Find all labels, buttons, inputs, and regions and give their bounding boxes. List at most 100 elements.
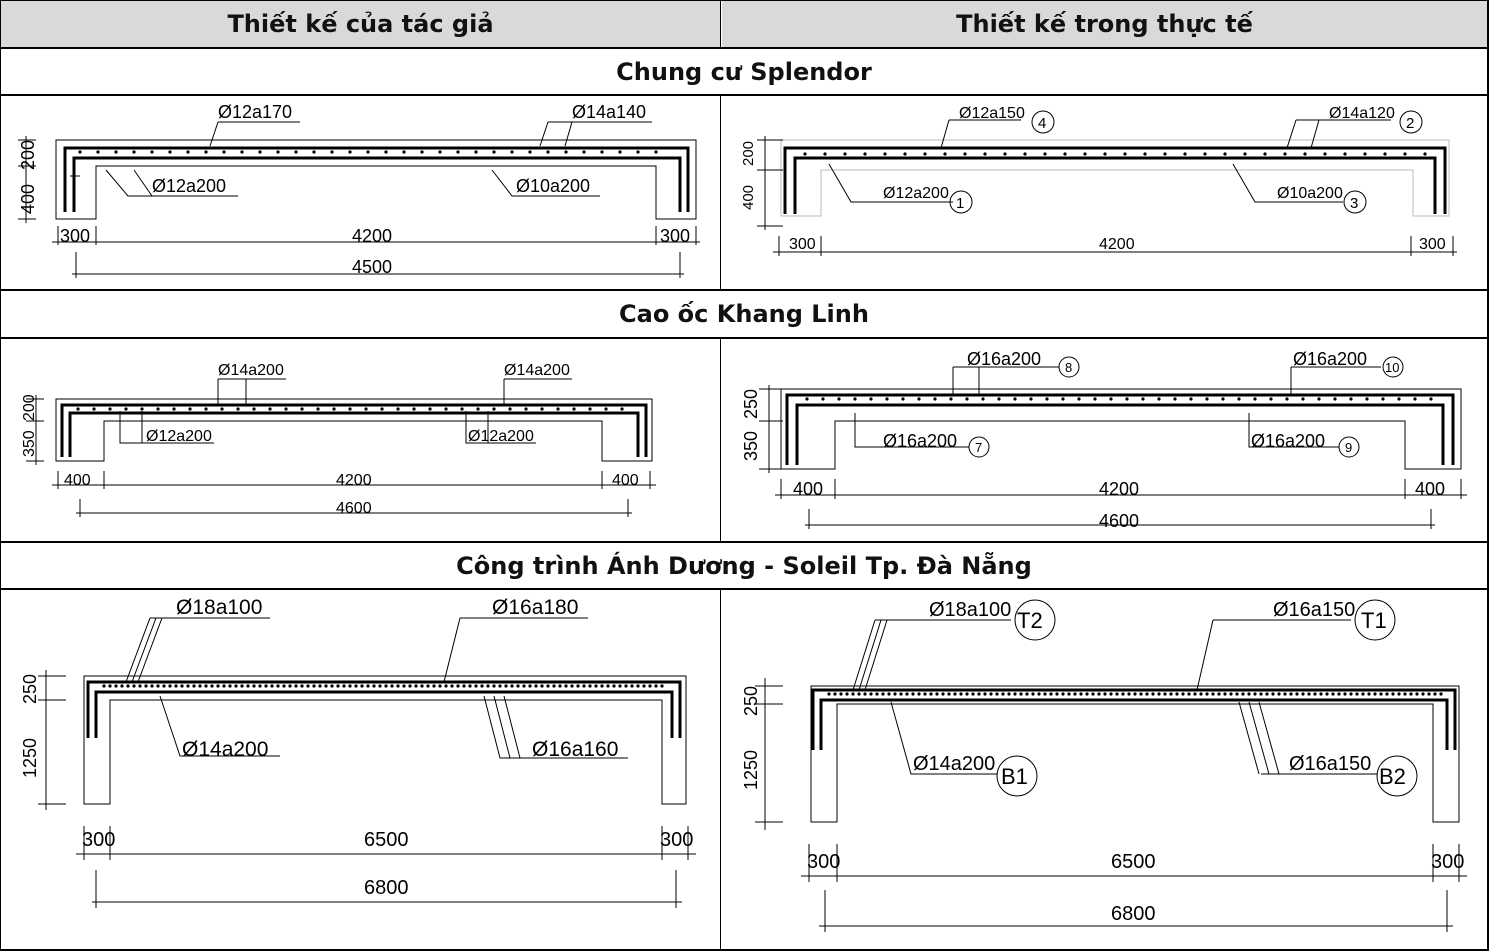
- rebar-dot: [444, 407, 448, 411]
- rebar-dot: [843, 152, 847, 156]
- rebar-dot: [1237, 397, 1241, 401]
- rebar-dot: [372, 684, 376, 688]
- rebar-dot: [1379, 692, 1383, 696]
- rebar-dot: [1283, 692, 1287, 696]
- rebar-dot: [1349, 397, 1353, 401]
- rebar-dot: [96, 150, 100, 154]
- mark-2: 2: [1406, 115, 1414, 132]
- rebar-dot: [1355, 692, 1359, 696]
- rebar-dot: [366, 150, 370, 154]
- rebar-dot: [174, 684, 178, 688]
- rebar-dot: [833, 692, 837, 696]
- rebar-dot: [1277, 692, 1281, 696]
- label-bot-left: Ø12a200: [146, 428, 212, 445]
- rebar-dot: [78, 150, 82, 154]
- rebar-dot: [1103, 152, 1107, 156]
- rebar-dot: [282, 684, 286, 688]
- rebar-dot: [660, 684, 664, 688]
- mark-4: 4: [1038, 115, 1046, 132]
- rebar-dot: [1163, 692, 1167, 696]
- rebar-dot: [837, 397, 841, 401]
- rebar-dot: [911, 692, 915, 696]
- rebar-dot: [1025, 692, 1029, 696]
- dim-height-bot: 1250: [20, 738, 40, 778]
- rebar-dot: [396, 684, 400, 688]
- rebar-dot: [1285, 397, 1289, 401]
- rebar-dot: [126, 684, 130, 688]
- rebar-dot: [332, 407, 336, 411]
- grid-line: [0, 0, 1, 951]
- dim-width-right: 400: [1415, 479, 1445, 499]
- header-author-design: Thiết kế của tác giả: [1, 1, 720, 47]
- rebar-dot: [1385, 692, 1389, 696]
- rebar-dot: [294, 684, 298, 688]
- rebar-dot: [1403, 692, 1407, 696]
- rebar-dot: [1223, 152, 1227, 156]
- rebar-dot: [420, 684, 424, 688]
- mark-7: 7: [975, 440, 982, 455]
- rebar-dot: [348, 684, 352, 688]
- rebar-dot: [1265, 692, 1269, 696]
- grid-line: [0, 47, 1489, 49]
- rebar-dot: [1109, 397, 1113, 401]
- rebar-dot: [1115, 692, 1119, 696]
- rebar-dot: [556, 407, 560, 411]
- rebar-dot: [1337, 692, 1341, 696]
- rebar-dot: [1175, 692, 1179, 696]
- rebar-dot: [881, 692, 885, 696]
- rebar-dot: [827, 692, 831, 696]
- rebar-dot: [1283, 152, 1287, 156]
- rebar-dot: [188, 407, 192, 411]
- rebar-dot: [1383, 152, 1387, 156]
- rebar-dot: [1037, 692, 1041, 696]
- rebar-dot: [558, 684, 562, 688]
- rebar-dot: [380, 407, 384, 411]
- mark-B1: B1: [1001, 764, 1028, 789]
- rebar-dot: [1019, 692, 1023, 696]
- mark-T2: T2: [1017, 608, 1043, 633]
- rebar-dot: [1253, 692, 1257, 696]
- rebar-dot: [1103, 692, 1107, 696]
- rebar-dot: [1205, 397, 1209, 401]
- rebar-dot: [1083, 152, 1087, 156]
- rebar-dot: [220, 407, 224, 411]
- rebar-dot: [186, 150, 190, 154]
- rebar-dot: [522, 684, 526, 688]
- label-bot-left: Ø12a200: [152, 176, 226, 196]
- rebar-dot: [983, 152, 987, 156]
- rebar-dot: [276, 150, 280, 154]
- rebar-dot: [504, 684, 508, 688]
- dim-width-left: 400: [64, 472, 91, 489]
- grid-line: [720, 0, 721, 48]
- rebar-dot: [236, 407, 240, 411]
- rebar-dot: [366, 684, 370, 688]
- rebar-dot: [258, 150, 262, 154]
- rebar-dot: [1343, 692, 1347, 696]
- section-title-splendor: Chung cư Splendor: [616, 57, 872, 86]
- rebar-dot: [1323, 152, 1327, 156]
- label-top-left: Ø18a100: [929, 599, 1011, 621]
- rebar-dot: [1317, 397, 1321, 401]
- rebar-dot: [995, 692, 999, 696]
- label-bot-right: Ø10a200: [516, 176, 590, 196]
- rebar-dot: [963, 152, 967, 156]
- rebar-dot: [1363, 152, 1367, 156]
- rebar-dot: [1381, 397, 1385, 401]
- rebar-dot: [1319, 692, 1323, 696]
- label-bot-left: Ø12a200: [883, 185, 949, 202]
- grid-line: [0, 0, 1489, 1]
- rebar-dot: [1045, 397, 1049, 401]
- rebar-dot: [1343, 152, 1347, 156]
- rebar-dot: [905, 692, 909, 696]
- rebar-dot: [546, 150, 550, 154]
- mark-3: 3: [1350, 195, 1358, 212]
- rebar-dot: [1333, 397, 1337, 401]
- rebar-dot: [1151, 692, 1155, 696]
- rebar-dot: [654, 684, 658, 688]
- rebar-dot: [1067, 692, 1071, 696]
- rebar-dot: [316, 407, 320, 411]
- rebar-dot: [140, 407, 144, 411]
- dim-width-total: 4600: [1099, 511, 1139, 531]
- beam-drawing-anh-duong-author: Ø18a100 Ø16a180 Ø14a200 Ø16a160 250 1250…: [20, 596, 696, 908]
- rebar-dot: [1013, 692, 1017, 696]
